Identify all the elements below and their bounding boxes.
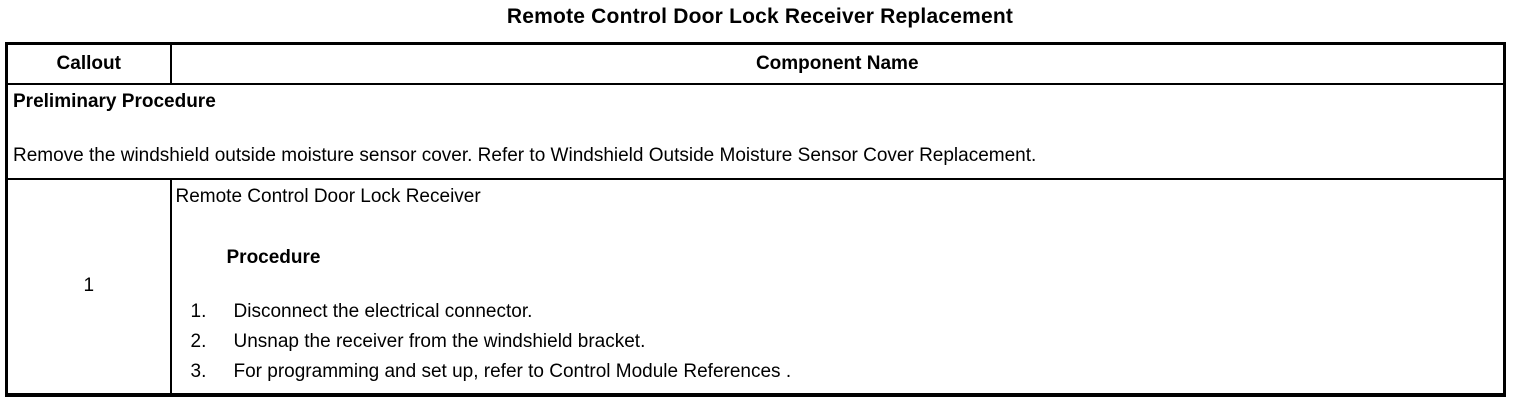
step-text: Disconnect the electrical connector. [233,300,533,322]
step-text: For programming and set up, refer to Con… [233,360,792,382]
procedure-steps-list: 1. Disconnect the electrical connector. … [191,301,1500,383]
list-item: 1. Disconnect the electrical connector. [191,301,1500,323]
preliminary-procedure-row: Preliminary Procedure Remove the windshi… [5,82,1506,180]
callout-number: 1 [5,177,172,396]
table-row: 1 Remote Control Door Lock Receiver Proc… [5,177,1506,396]
preliminary-procedure-cell: Preliminary Procedure Remove the windshi… [5,82,1506,180]
table-header-row: Callout Component Name [5,42,1506,85]
component-table: Callout Component Name Preliminary Proce… [5,42,1506,397]
component-name-text: Remote Control Door Lock Receiver [175,185,481,207]
step-number: 3. [190,360,207,382]
list-item: 2. Unsnap the receiver from the windshie… [191,331,1500,353]
list-item: 3. For programming and set up, refer to … [191,361,1500,383]
procedure-heading: Procedure [226,246,321,268]
column-header-callout: Callout [5,42,172,85]
step-number: 1. [190,300,207,322]
preliminary-procedure-text: Remove the windshield outside moisture s… [13,144,1037,166]
component-cell: Remote Control Door Lock Receiver Proced… [169,177,1506,396]
page-title: Remote Control Door Lock Receiver Replac… [506,5,1014,28]
preliminary-procedure-heading: Preliminary Procedure [13,90,216,112]
column-header-component-name: Component Name [169,42,1506,85]
step-text: Unsnap the receiver from the windshield … [233,330,646,352]
step-number: 2. [190,330,207,352]
